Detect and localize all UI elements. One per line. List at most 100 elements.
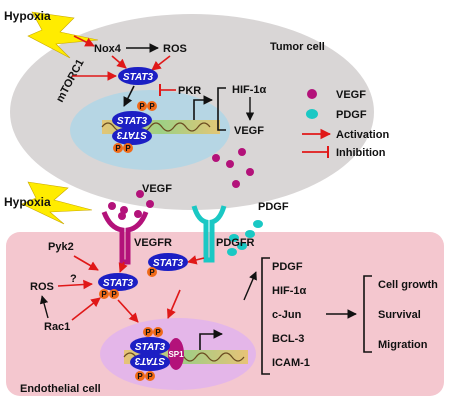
- pdgfr-stat3-arrow: [187, 255, 205, 265]
- phospho-label: P: [137, 372, 143, 381]
- pdgf-dot: [253, 220, 263, 228]
- vegf-dot: [226, 160, 234, 168]
- pdgf-dot: [245, 230, 255, 238]
- ros-label-top: ROS: [163, 43, 187, 55]
- stat3-nucleus-arrow-top: [123, 85, 135, 107]
- phospho-label: P: [115, 144, 121, 153]
- hypoxia-label-top: Hypoxia: [4, 9, 51, 23]
- pdgf-dot: [229, 234, 239, 242]
- outcome-survival: Survival: [378, 309, 421, 321]
- stat3-pill-right: [148, 253, 188, 271]
- ros-stat3-arrow-bottom: [57, 279, 93, 290]
- pkr-label: PKR: [178, 85, 201, 97]
- vegf-label-mid: VEGF: [142, 183, 172, 195]
- nox4-label: Nox4: [94, 43, 122, 55]
- phospho-label: P: [101, 290, 107, 299]
- vegf-dot: [108, 202, 116, 210]
- phospho-dot: [147, 101, 157, 111]
- phospho-dot: [143, 327, 153, 337]
- pyk2-label: Pyk2: [48, 241, 74, 253]
- sp1-label: SP1: [168, 350, 184, 359]
- phospho-dot: [109, 289, 119, 299]
- legend-pdgf-label: PDGF: [336, 109, 367, 121]
- vegf-dot: [238, 148, 246, 156]
- vegfr-receptor-icon: [101, 211, 149, 265]
- phospho-label: P: [125, 144, 131, 153]
- vegfr-label: VEGFR: [134, 237, 172, 249]
- tumor-cell-label: Tumor cell: [270, 41, 325, 53]
- pdgf-dot: [227, 248, 237, 256]
- sp1-pill: [168, 338, 184, 370]
- phospho-dot: [137, 101, 147, 111]
- vegf-dot: [246, 168, 254, 176]
- pdgf-dot: [237, 242, 247, 250]
- pdgfr-label: PDGFR: [216, 237, 255, 249]
- stat3-dimer-bottom-upper: [130, 337, 170, 355]
- lightning-icon-top: [27, 11, 99, 59]
- target-gene-cjun: c-Jun: [272, 309, 302, 321]
- phospho-label: P: [139, 102, 145, 111]
- pdgf-label-mid: PDGF: [258, 201, 289, 213]
- phospho-label: P: [155, 328, 161, 337]
- stat3-dimer-bottom-lower: [130, 353, 170, 371]
- lightning-icon-bottom: [21, 181, 93, 225]
- hypoxia-nox4-arrow: [73, 35, 95, 47]
- stat3-label-top: STAT3: [123, 72, 154, 83]
- stat3-dimer-top-lower-label: STAT3: [116, 129, 147, 140]
- endothelial-cell-label: Endothelial cell: [20, 383, 101, 395]
- target-gene-hif: HIF-1α: [272, 285, 307, 297]
- phospho-dot: [123, 143, 133, 153]
- phospho-dot: [153, 327, 163, 337]
- transcription-arrow-bottom: [199, 329, 223, 350]
- stat3-pill-left: [98, 273, 138, 291]
- vegf-label-top: VEGF: [234, 125, 264, 137]
- vegf-dot: [134, 210, 142, 218]
- stat3-label-left: STAT3: [103, 278, 134, 289]
- target-gene-icam1: ICAM-1: [272, 357, 310, 369]
- vegf-dot: [146, 200, 154, 208]
- stat3-dimer-bottom-upper-label: STAT3: [135, 342, 166, 353]
- phospho-label: P: [145, 328, 151, 337]
- outcomes-bracket: [363, 275, 372, 353]
- rac1-stat3-arrow: [71, 297, 101, 321]
- target-gene-bcl3: BCL-3: [272, 333, 304, 345]
- hypoxia-label-bottom: Hypoxia: [4, 195, 51, 209]
- hif-label-top: HIF-1α: [232, 84, 267, 96]
- ros-label-bottom: ROS: [30, 281, 54, 293]
- stat3-dimer-top-upper: [112, 111, 152, 129]
- legend-vegf-icon: [307, 89, 317, 99]
- stat3-pill-top: [118, 67, 158, 85]
- phospho-label: P: [149, 268, 155, 277]
- hif-vegf-bracket: [217, 87, 226, 131]
- stat3-nucleus-arrow-left: [117, 299, 139, 323]
- phospho-label: P: [147, 372, 153, 381]
- stat3-label-right: STAT3: [153, 258, 184, 269]
- target-gene-pdgf: PDGF: [272, 261, 303, 273]
- legend-pdgf-icon: [306, 109, 318, 119]
- stat3-nucleus-arrow-right: [166, 289, 181, 319]
- vegfr-stat3-arrow: [118, 261, 128, 273]
- phospho-dot: [145, 371, 155, 381]
- phospho-dot: [135, 371, 145, 381]
- legend-vegf-label: VEGF: [336, 89, 366, 101]
- legend-inhibition-label: Inhibition: [336, 147, 386, 159]
- stat3-dimer-top-lower: [112, 127, 152, 145]
- vegf-dot: [232, 180, 240, 188]
- rac1-ros-arrow: [39, 295, 49, 319]
- vegf-dot: [118, 212, 126, 220]
- target-genes-bracket: [261, 257, 270, 375]
- ros-stat3-arrow: [151, 55, 171, 71]
- phospho-dot: [99, 289, 109, 299]
- legend-activation-label: Activation: [336, 129, 389, 141]
- question-label: ?: [70, 273, 77, 285]
- pyk2-stat3-arrow: [73, 255, 99, 271]
- pdgfr-receptor-icon: [191, 205, 227, 263]
- rac1-label: Rac1: [44, 321, 70, 333]
- phospho-dot: [113, 143, 123, 153]
- outcome-migration: Migration: [378, 339, 428, 351]
- phospho-label: P: [111, 290, 117, 299]
- nucleus-genes-arrow: [243, 271, 257, 301]
- outcome-cell-growth: Cell growth: [378, 279, 438, 291]
- phospho-dot: [147, 267, 157, 277]
